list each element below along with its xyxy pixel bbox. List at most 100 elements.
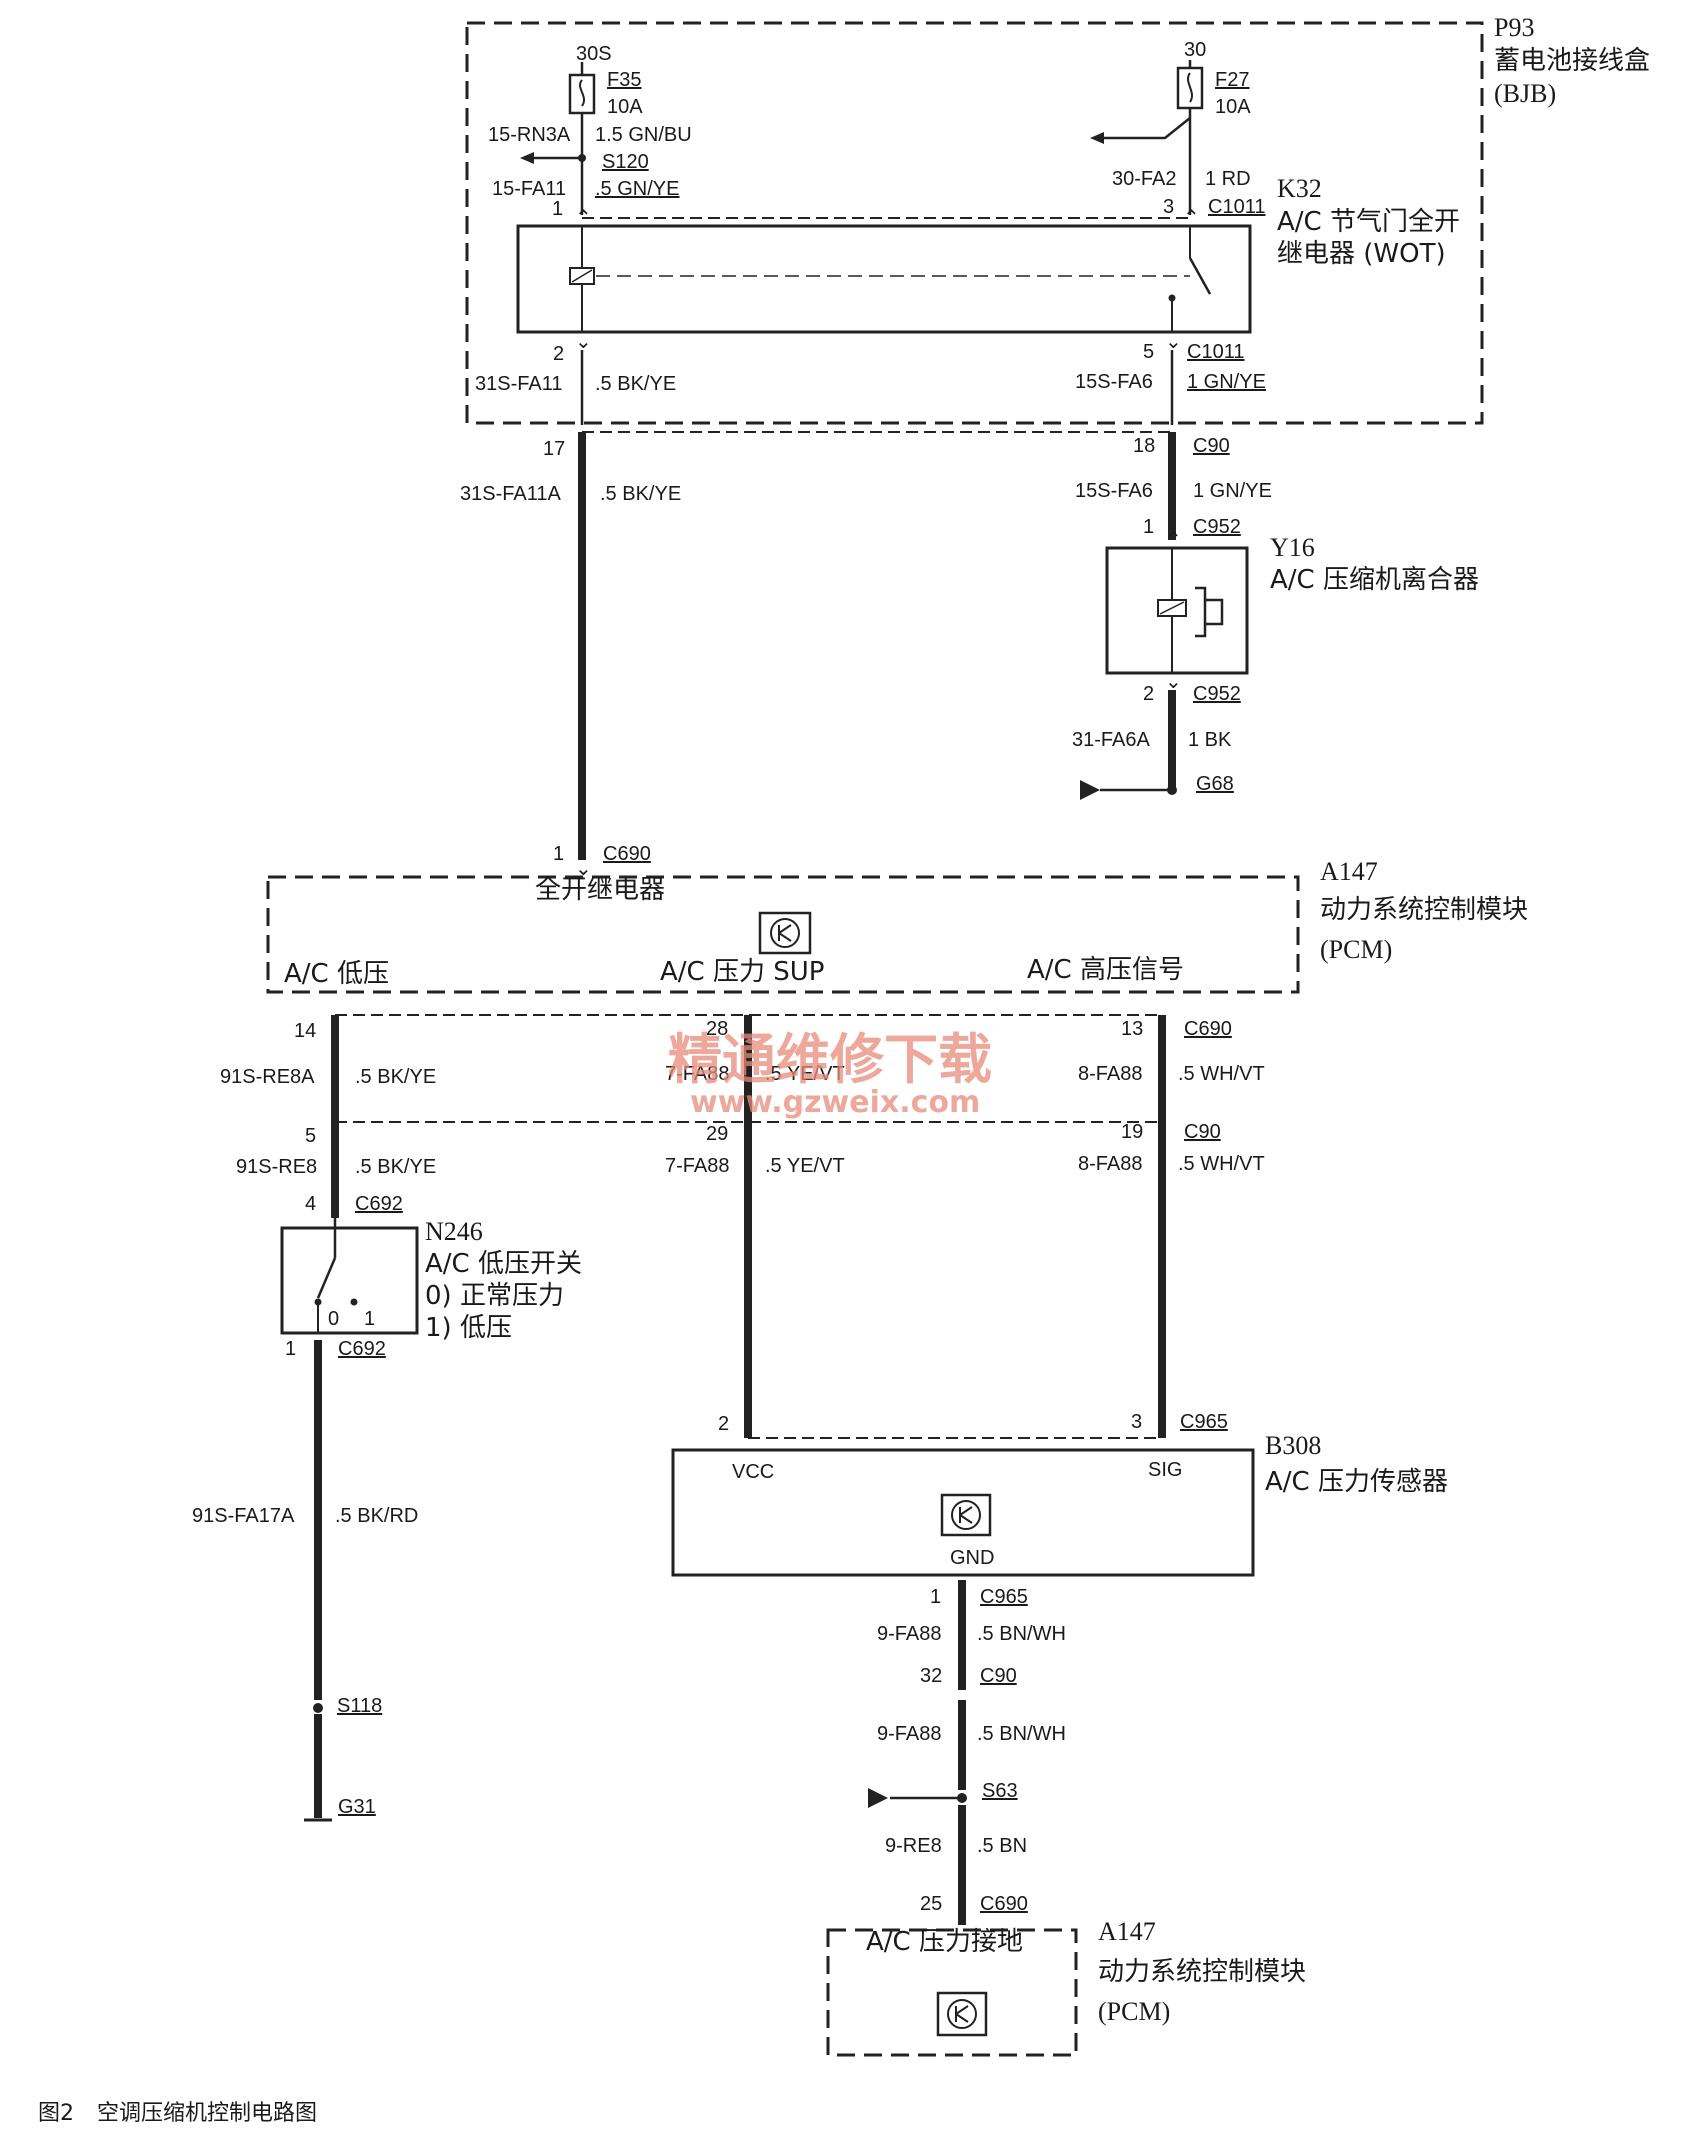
bjb-name: 蓄电池接线盒 <box>1494 46 1650 76</box>
pcm-bottom-name: 动力系统控制模块 <box>1098 1957 1306 1987</box>
wire-9-re8-code: 9-RE8 <box>885 1835 942 1857</box>
connector-c692-b: C692 <box>338 1338 386 1360</box>
wire-91s-fa17a-code: 91S-FA17A <box>192 1505 295 1527</box>
connector-c690-c: C690 <box>980 1893 1028 1915</box>
wire-91s-re8-spec: .5 BK/YE <box>355 1156 436 1178</box>
pcm-top-abbr: (PCM) <box>1320 935 1392 964</box>
wire-31s-fa11-spec: .5 BK/YE <box>595 373 676 395</box>
relay-k32-name1: A/C 节气门全开 <box>1277 207 1460 237</box>
connector-c690-b: C690 <box>1184 1018 1232 1040</box>
wire-15s-fa6-spec: 1 GN/YE <box>1187 371 1266 393</box>
connector-symbol: ⌃ <box>575 207 592 229</box>
connector-c965-a: C965 <box>1180 1411 1228 1433</box>
wire-8-fa88-b-code: 8-FA88 <box>1078 1153 1142 1175</box>
caption-number: 图2 <box>38 2101 74 2126</box>
pcm-top-housing <box>266 875 1300 994</box>
wire-15s-fa6-b-code: 15S-FA6 <box>1075 480 1153 502</box>
bjb-housing <box>465 21 1484 425</box>
fuse-f27-rating: 10A <box>1215 96 1251 118</box>
pcm-high-pressure-label: A/C 高压信号 <box>1027 955 1184 985</box>
relay-k32-name2: 继电器 (WOT) <box>1277 239 1446 269</box>
pcm-bottom-housing <box>826 1928 1078 2057</box>
connector-c952-b: C952 <box>1193 683 1241 705</box>
connector-symbol: ⌃ <box>1165 529 1182 551</box>
sensor-sig: SIG <box>1148 1459 1182 1481</box>
arrow-left-icon <box>520 152 534 164</box>
pcm-low-pressure-label: A/C 低压 <box>284 959 389 989</box>
pcm-relay-label: 全开继电器 <box>535 875 665 905</box>
splice-s120: S120 <box>602 151 649 173</box>
k32-pin-3: 3 <box>1163 196 1174 218</box>
pin-13: 13 <box>1121 1018 1143 1040</box>
wire-7-fa88-b-spec: .5 YE/VT <box>765 1155 845 1177</box>
b308-pin-2: 2 <box>718 1413 729 1435</box>
splice-s118-icon <box>313 1703 323 1713</box>
wire-8-fa88-a-spec: .5 WH/VT <box>1178 1063 1265 1085</box>
connector-c952-a: C952 <box>1193 516 1241 538</box>
wire-15s-fa6-code: 15S-FA6 <box>1075 371 1153 393</box>
sensor-gnd: GND <box>950 1547 994 1569</box>
switch-n246-name: A/C 低压开关 <box>425 1249 582 1279</box>
splice-s120-icon <box>578 154 586 162</box>
switch-contact-1-icon <box>350 1298 358 1306</box>
wire-31-fa6a-code: 31-FA6A <box>1072 729 1150 751</box>
pin-18: 18 <box>1133 435 1155 457</box>
pin-5: 5 <box>305 1125 316 1147</box>
wire-15-rn3a-code: 15-RN3A <box>488 124 571 146</box>
sensor-transistor-icon <box>940 1493 992 1537</box>
relay-contact-point <box>1168 294 1176 302</box>
wire-91s-re8-code: 91S-RE8 <box>236 1156 317 1178</box>
clutch-y16-name: A/C 压缩机离合器 <box>1270 565 1479 595</box>
pcm-ground-label: A/C 压力接地 <box>866 1927 1023 1957</box>
connector-symbol: ⌄ <box>575 331 592 353</box>
b308-pin-3: 3 <box>1131 1411 1142 1433</box>
arrow-left-icon <box>1090 132 1104 144</box>
switch-pos-0: 0 <box>328 1308 339 1330</box>
wire-91s-re8a-spec: .5 BK/YE <box>355 1066 436 1088</box>
relay-contact-icon <box>1188 257 1212 295</box>
n246-pin-4: 4 <box>305 1193 316 1215</box>
ground-g31: G31 <box>338 1796 376 1818</box>
switch-n246-body <box>280 1226 419 1335</box>
wire-30-fa2-spec: 1 RD <box>1205 168 1251 190</box>
connector-c90-b: C90 <box>1184 1121 1221 1143</box>
pcm-bottom-id: A147 <box>1098 1917 1156 1946</box>
wire-30-fa2-code: 30-FA2 <box>1112 168 1176 190</box>
clutch-coil-diag <box>1159 601 1185 615</box>
fuse-f35-rating: 10A <box>607 96 643 118</box>
k32-pin-2: 2 <box>553 343 564 365</box>
splice-s63-icon <box>957 1793 967 1803</box>
switch-n246-id: N246 <box>425 1217 483 1246</box>
pin-14: 14 <box>294 1020 316 1042</box>
pin-19: 19 <box>1121 1121 1143 1143</box>
pcm-bottom-transistor-icon <box>936 1991 988 2037</box>
pin-17: 17 <box>543 438 565 460</box>
b308-pin-1: 1 <box>930 1586 941 1608</box>
wire-9-fa88-b-spec: .5 BN/WH <box>977 1723 1066 1745</box>
watermark-url: www.gzweix.com <box>690 1085 980 1120</box>
wire-31s-fa11a-code: 31S-FA11A <box>460 483 561 505</box>
wire-8-fa88-b-spec: .5 WH/VT <box>1178 1153 1265 1175</box>
connector-symbol: ⌄ <box>1165 331 1182 353</box>
switch-state-1: 1) 低压 <box>425 1313 512 1343</box>
wire-7-fa88-b-code: 7-FA88 <box>665 1155 729 1177</box>
relay-coil-diag <box>571 269 593 283</box>
pcm-pin-1: 1 <box>553 843 564 865</box>
connector-c965-b: C965 <box>980 1586 1028 1608</box>
wire-9-fa88-a-spec: .5 BN/WH <box>977 1623 1066 1645</box>
wire-branch <box>1100 117 1191 140</box>
k32-connector-bot: C1011 <box>1187 341 1244 363</box>
k32-connector-top: C1011 <box>1208 196 1265 218</box>
relay-k32-id: K32 <box>1277 174 1322 203</box>
pcm-bottom-abbr: (PCM) <box>1098 1997 1170 2026</box>
pcm-top-id: A147 <box>1320 857 1378 886</box>
wire-15-fa11-spec: .5 GN/YE <box>595 178 679 200</box>
connector-symbol: ⌄ <box>575 858 592 880</box>
pin-32: 32 <box>920 1665 942 1687</box>
k32-pin-5: 5 <box>1143 341 1154 363</box>
fuse-f27-element-icon <box>1187 72 1193 103</box>
y16-pin-1: 1 <box>1143 516 1154 538</box>
ground-g68: G68 <box>1196 773 1234 795</box>
n246-pin-1: 1 <box>285 1338 296 1360</box>
wire-9-fa88-a-code: 9-FA88 <box>877 1623 941 1645</box>
